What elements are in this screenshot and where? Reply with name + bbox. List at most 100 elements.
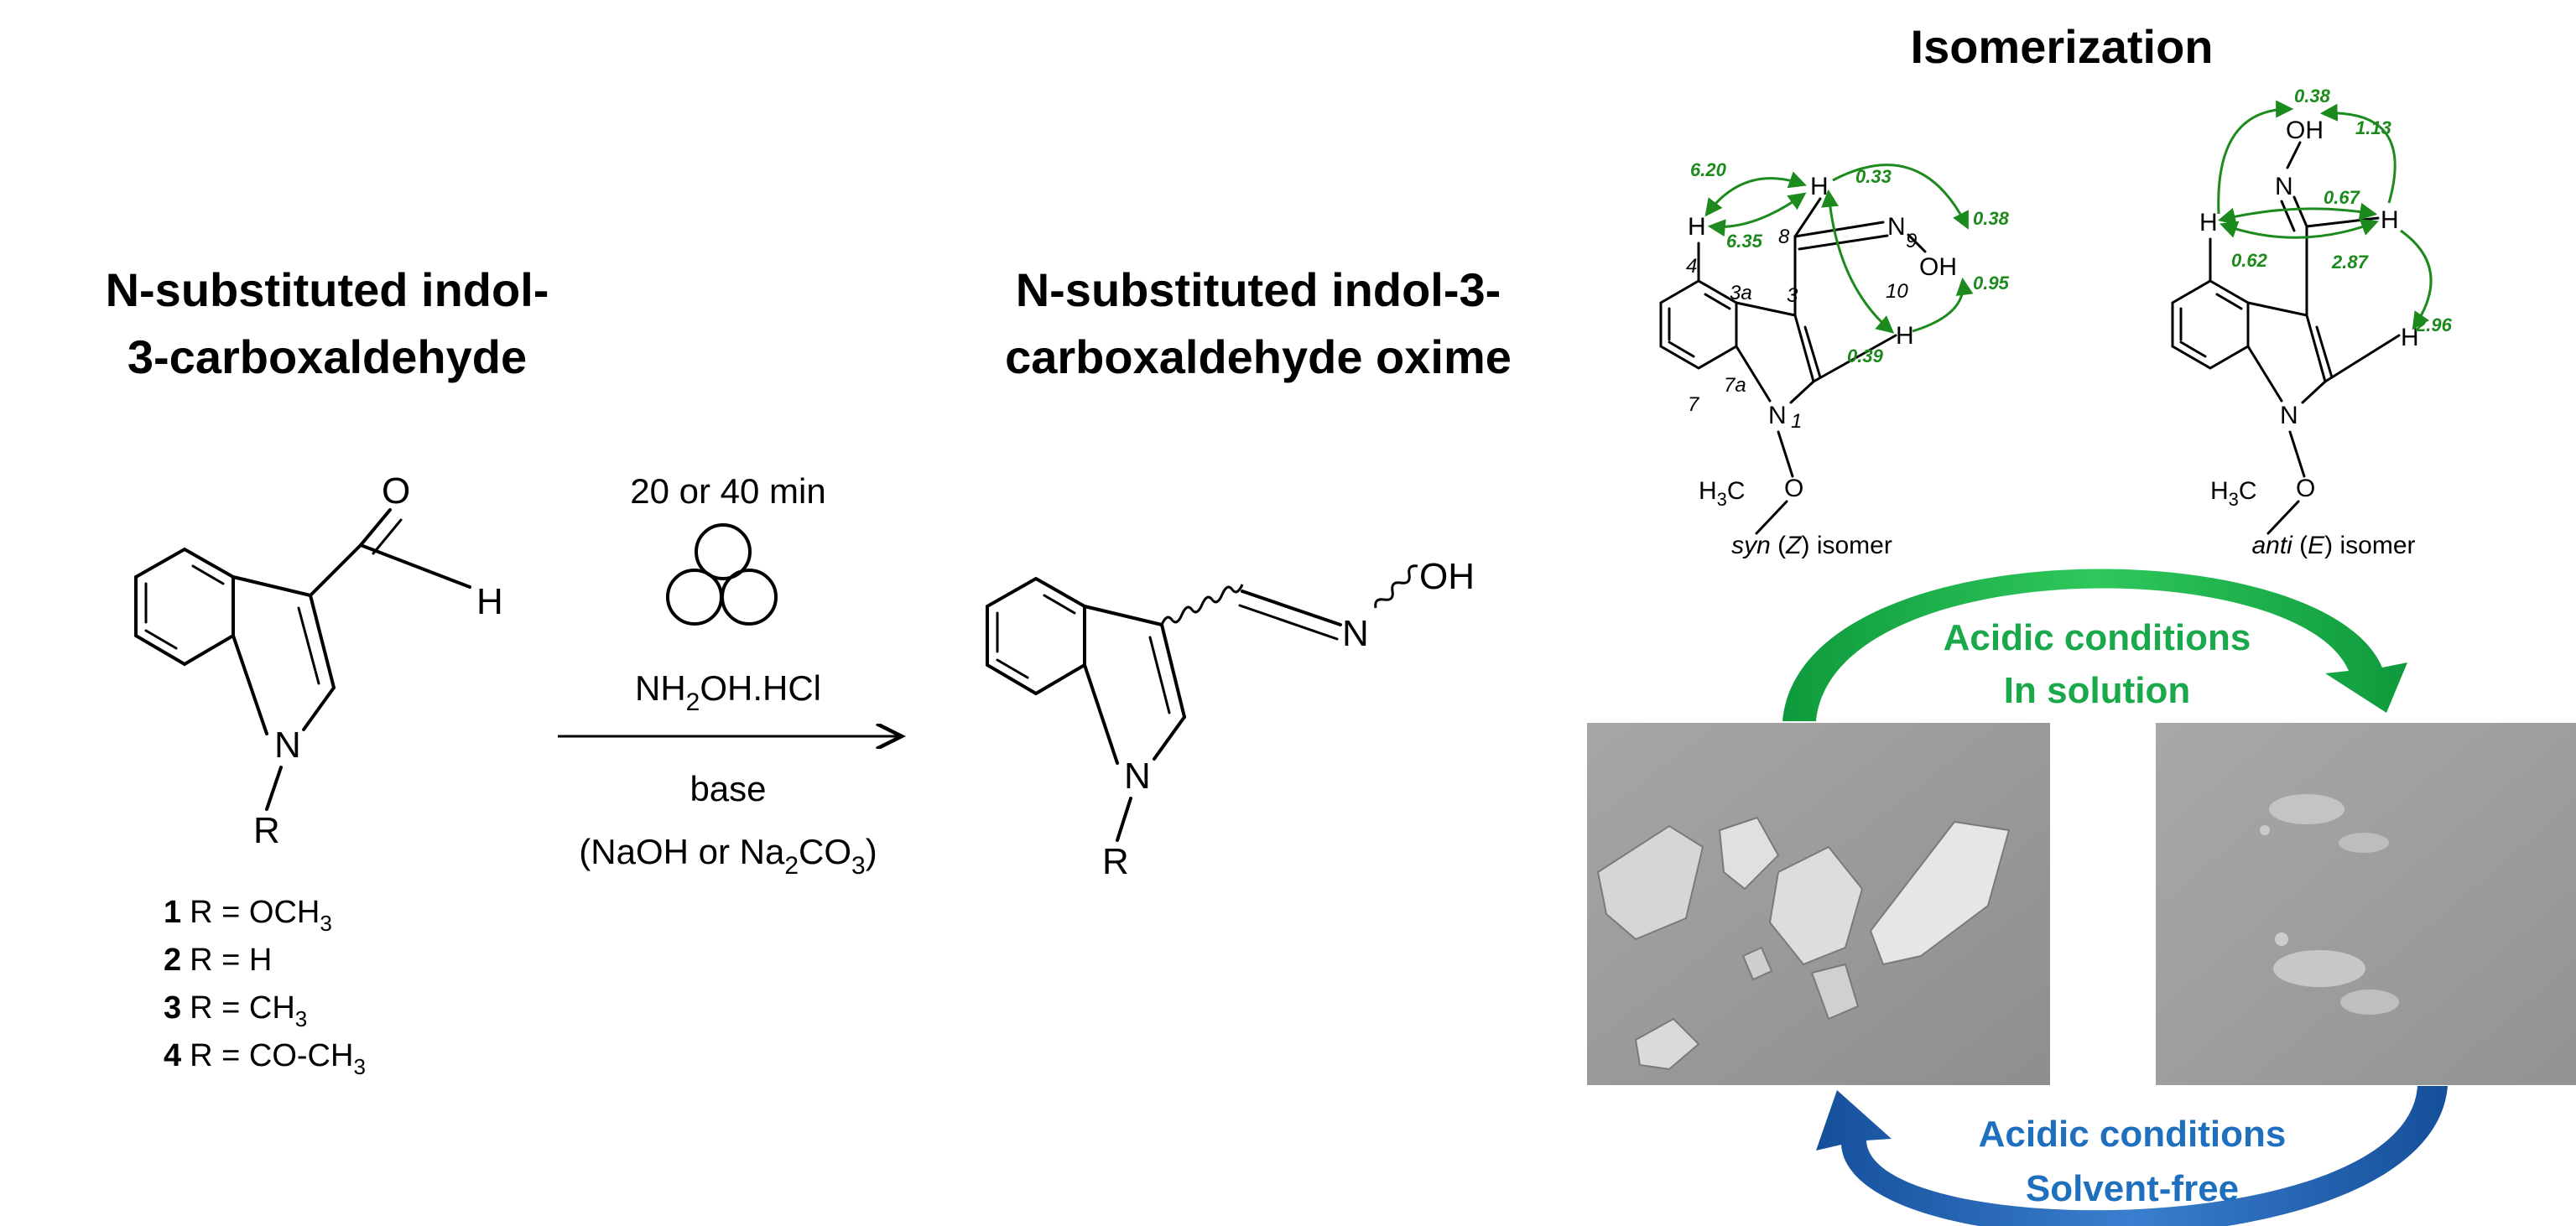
syn-isomer-caption: syn (Z) isomer — [1731, 532, 1892, 559]
syn-number-1: 1 — [1791, 410, 1802, 433]
product-r-label: R — [1102, 841, 1129, 882]
syn-noe-value: 6.20 — [1690, 159, 1727, 180]
anti-h8-label: H — [2381, 206, 2399, 234]
c8-n9-bond — [1793, 221, 1885, 238]
benzene-double-bond — [1043, 594, 1076, 615]
c2-h-bond — [1812, 334, 1897, 383]
reactant-heading-line2: 3-carboxaldehyde — [127, 330, 527, 383]
anti-ch3-label: H3C — [2210, 477, 2257, 510]
wavy-bond — [1160, 584, 1244, 626]
anti-noe-value: 2.96 — [2415, 314, 2453, 335]
syn-noe-arrow — [1821, 189, 1895, 334]
syn-crystal-photo — [1587, 723, 2050, 1085]
benzene-ring — [134, 547, 235, 667]
product-nitrogen-label: N — [1124, 756, 1151, 797]
reactant-heading: N-substituted indol- 3-carboxaldehyde — [106, 263, 549, 383]
anti-noe-value: 0.62 — [2231, 250, 2268, 271]
pyrrole-bond — [232, 575, 312, 597]
syn-number-3a: 3a — [1730, 282, 1752, 304]
anti-isomer-structure: N O H3C H H N OH H 0.38 1.13 0.67 0.62 2… — [2171, 86, 2453, 559]
aldehyde-oxygen-label: O — [382, 470, 410, 512]
c8-h-bond — [1793, 197, 1822, 238]
n-r-bond — [265, 766, 283, 811]
syn-noe-arrow — [1912, 277, 1974, 333]
syn-ch3-label: H3C — [1699, 477, 1746, 510]
pyrrole-bond — [2246, 301, 2308, 317]
product-benzene-ring — [986, 576, 1086, 696]
syn-number-3: 3 — [1787, 284, 1798, 307]
benzene-double-bond — [2179, 340, 2207, 358]
anti-h2-label: H — [2401, 324, 2419, 351]
oxime-nitrogen-label: N — [1342, 613, 1369, 654]
product-heading-line2: carboxaldehyde oxime — [1005, 330, 1512, 383]
top-condition-line2: In solution — [2004, 670, 2190, 711]
reaction-conditions: 20 or 40 min NH2OH.HCl base (NaOH or Na2… — [558, 471, 899, 880]
pyrrole-bond — [1735, 345, 1772, 403]
anti-noe-arrow — [2319, 103, 2396, 204]
pyrrole-bond — [2301, 380, 2327, 404]
c-n-bond — [1241, 590, 1342, 626]
syn-number-9: 9 — [1906, 230, 1917, 252]
c-o-double-bond — [372, 518, 403, 555]
product-heading-line1: N-substituted indol-3- — [1016, 263, 1501, 316]
reactant-nitrogen-label: N — [274, 725, 301, 766]
wavy-n-o-bond — [1374, 564, 1418, 609]
anti-n-label: N — [2275, 173, 2293, 200]
syn-noe-value: 0.95 — [1973, 273, 2010, 294]
anti-benzene-ring — [2171, 279, 2250, 370]
reactant-r-label: R — [253, 810, 280, 851]
anti-noe-value: 0.67 — [2324, 187, 2361, 208]
pyrrole-double-bond — [1803, 325, 1822, 379]
syn-noe-arrow — [1832, 164, 1969, 230]
benzene-double-bond — [996, 658, 1029, 679]
bottom-condition-line1: Acidic conditions — [1979, 1114, 2287, 1155]
benzene-double-bond — [191, 564, 225, 585]
anti-noe-arrow — [2400, 229, 2433, 330]
pyrrole-bond — [1083, 663, 1119, 765]
o-c-bond — [2266, 500, 2300, 535]
syn-noe-arrow — [1704, 171, 1807, 217]
pyrrole-bond — [232, 634, 268, 735]
n-o-bond — [2288, 430, 2306, 478]
benzene-double-bond — [1668, 340, 1695, 358]
syn-noe-arrow — [1707, 192, 1807, 237]
anti-noe-arrow — [2217, 202, 2378, 226]
product-heading: N-substituted indol-3- carboxaldehyde ox… — [1005, 263, 1512, 383]
anti-isomer-caption: anti (E) isomer — [2251, 532, 2415, 559]
syn-noe-value: 0.39 — [1847, 345, 1884, 366]
c-h-bond — [359, 543, 471, 589]
aldehyde-hydrogen-label: H — [476, 581, 503, 622]
syn-n9-label: N — [1887, 213, 1906, 241]
base-label: base — [690, 769, 766, 808]
n-o-bond — [1777, 430, 1794, 478]
syn-number-7a: 7a — [1724, 374, 1746, 397]
syn-o-label: O — [1784, 475, 1803, 502]
o-c-bond — [1755, 500, 1788, 535]
pyrrole-bond — [2246, 345, 2283, 403]
anti-n1-label: N — [2280, 402, 2298, 429]
c-o-bond — [359, 508, 392, 547]
pyrrole-double-bond — [2315, 325, 2334, 379]
syn-isomer-structure: N O H3C H H N OH H 4 3a 3 8 9 10 7a 1 7 — [1659, 159, 2010, 559]
n-o-bond — [1907, 233, 1927, 253]
syn-oh-label: OH — [1919, 253, 1957, 281]
isomerization-heading: Isomerization — [1911, 20, 2214, 73]
syn-noe-value: 0.38 — [1973, 208, 2010, 229]
c8-n-bond — [2292, 195, 2308, 228]
c8-n-double-bond — [2280, 200, 2296, 232]
anti-oh-label: OH — [2286, 117, 2324, 144]
top-condition-line1: Acidic conditions — [1944, 617, 2251, 658]
product-structure: N R N OH — [986, 556, 1475, 882]
syn-n1-label: N — [1768, 402, 1787, 429]
benzene-double-bond — [1704, 293, 1731, 310]
benzene-double-bond — [2215, 293, 2243, 310]
c-n-double-bond — [1238, 604, 1339, 641]
syn-number-8: 8 — [1778, 226, 1790, 248]
anti-noe-value: 1.13 — [2355, 117, 2391, 138]
ball-mill-icon — [666, 523, 778, 626]
